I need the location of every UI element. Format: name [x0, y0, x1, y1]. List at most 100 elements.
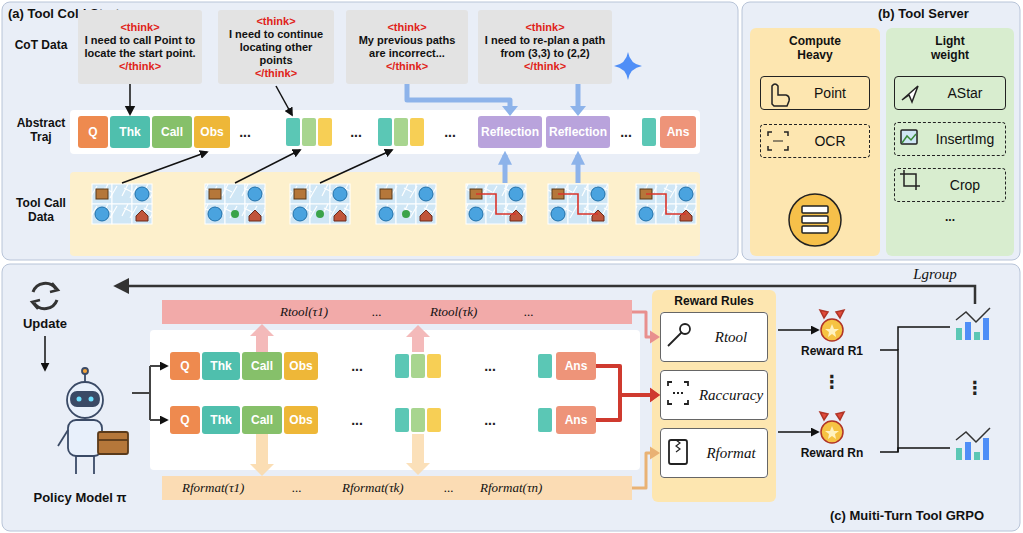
maze-image — [466, 204, 486, 224]
text: ... — [524, 304, 534, 319]
maze-image — [132, 204, 152, 224]
text: Q — [88, 125, 97, 139]
image-arrow — [320, 150, 392, 183]
maze-image — [679, 187, 693, 201]
text-holder: Rformat(τk) — [342, 480, 404, 496]
reward-band: Rformat(τ1)...Rformat(τk)...Rformat(τn) — [162, 476, 632, 500]
arrowhead — [250, 324, 274, 336]
rule-icon — [676, 440, 680, 452]
label: ... — [446, 358, 534, 374]
connector-line — [256, 334, 268, 352]
white-trajectory-area — [150, 330, 640, 470]
maze-image — [396, 184, 416, 204]
maze-image — [419, 187, 433, 201]
label: ... — [232, 124, 258, 140]
text: ... — [351, 358, 363, 374]
label: ⋮ — [963, 378, 987, 398]
maze-image — [548, 204, 568, 224]
text: </think> — [524, 60, 566, 73]
maze-image — [316, 210, 324, 218]
policy-bracket — [132, 366, 150, 420]
text: I need to call Point to locate the start… — [82, 34, 198, 60]
tool-icon — [901, 130, 917, 144]
text: I need to re-plan a path from (3,3) to (… — [482, 34, 608, 60]
text-holder: (c) Muiti-Turn Tool GRPO — [830, 508, 984, 523]
text: ... — [372, 304, 382, 319]
connector — [125, 84, 135, 116]
tool-icon — [772, 84, 789, 106]
maze-image — [476, 194, 516, 214]
reward-rules-ground — [652, 290, 776, 502]
update-arrow — [45, 336, 46, 370]
text-holder: Rtool(τ1) — [280, 304, 328, 320]
advantage-chart-icon — [956, 308, 990, 460]
tool-icon — [900, 170, 920, 190]
reward-rules-ground — [660, 312, 768, 362]
maze-image — [639, 207, 653, 221]
label: Tool Call Data — [8, 196, 74, 224]
label: ⋮ — [820, 372, 844, 392]
reward-rule-box: Rformat — [660, 428, 768, 478]
connector-line — [576, 84, 581, 108]
maze-image — [416, 184, 436, 204]
group-bracket — [898, 327, 950, 350]
advantage-chart-icon — [965, 322, 971, 340]
trajectory-band — [302, 118, 316, 146]
white-trajectory-area — [538, 408, 552, 432]
text-holder: Rformat(τ1) — [182, 480, 244, 496]
connector — [632, 312, 660, 343]
trajectory-token: Reflection — [478, 116, 542, 148]
tool-box: AStar — [894, 76, 1006, 110]
reward-flow-arrow — [406, 325, 430, 475]
trajectory-band — [286, 118, 300, 146]
text: CoT Data — [15, 38, 68, 52]
reward-band: Rtool(τ1)... Rtool(τk)... — [162, 300, 632, 324]
medal-icon — [820, 310, 844, 443]
medal-icon — [825, 324, 839, 337]
text: Crop — [950, 177, 980, 193]
maze-image — [416, 204, 436, 224]
trajectory-token: Call — [152, 116, 192, 148]
text-holder: Rtool(τk) — [430, 304, 477, 320]
white-trajectory-area — [395, 408, 409, 432]
rule-icon — [668, 332, 682, 346]
maze-image — [290, 184, 310, 204]
trajectory-token: Q — [170, 406, 200, 434]
connector — [596, 388, 660, 420]
reward-flow-arrow — [412, 434, 424, 464]
maze-image — [591, 187, 605, 201]
text: ... — [444, 480, 454, 495]
label: Update — [8, 316, 82, 331]
think-bubble: <think>My previous paths are incorrect..… — [346, 10, 468, 84]
connector-line — [632, 312, 652, 337]
text: InsertImg — [936, 131, 994, 147]
maze-image — [92, 204, 112, 224]
label: ... — [322, 358, 392, 374]
text: Update — [23, 316, 67, 331]
tool-group: Light weight...AStarInsertImgCrop — [886, 28, 1014, 256]
maze-image — [208, 207, 222, 221]
tool-box: Point — [760, 76, 870, 110]
robot-icon — [68, 420, 102, 456]
text: ... — [350, 124, 362, 140]
reward-rule-box: Raccuracy — [660, 370, 768, 420]
text: (b) Tool Server — [878, 6, 969, 21]
advantage-chart-icon — [974, 452, 980, 460]
text: </think> — [119, 60, 161, 73]
maze-image — [132, 184, 152, 204]
white-trajectory-area — [411, 408, 425, 432]
maze-image — [249, 210, 261, 221]
text: Tool Call Data — [16, 196, 66, 224]
tool-group: Compute HeavyPointOCR — [750, 28, 880, 256]
trajectory-token: Ans — [660, 116, 696, 148]
rule-icon — [680, 324, 690, 334]
rule-icon — [668, 324, 690, 464]
tool-icon — [768, 132, 788, 150]
maze-image — [225, 184, 245, 204]
maze-image — [245, 184, 265, 204]
text: Call — [251, 413, 273, 427]
maze-image — [646, 194, 686, 214]
trajectory-band — [410, 118, 424, 146]
panel: (b) Tool ServerCompute HeavyPointOCRLigh… — [742, 2, 1020, 260]
